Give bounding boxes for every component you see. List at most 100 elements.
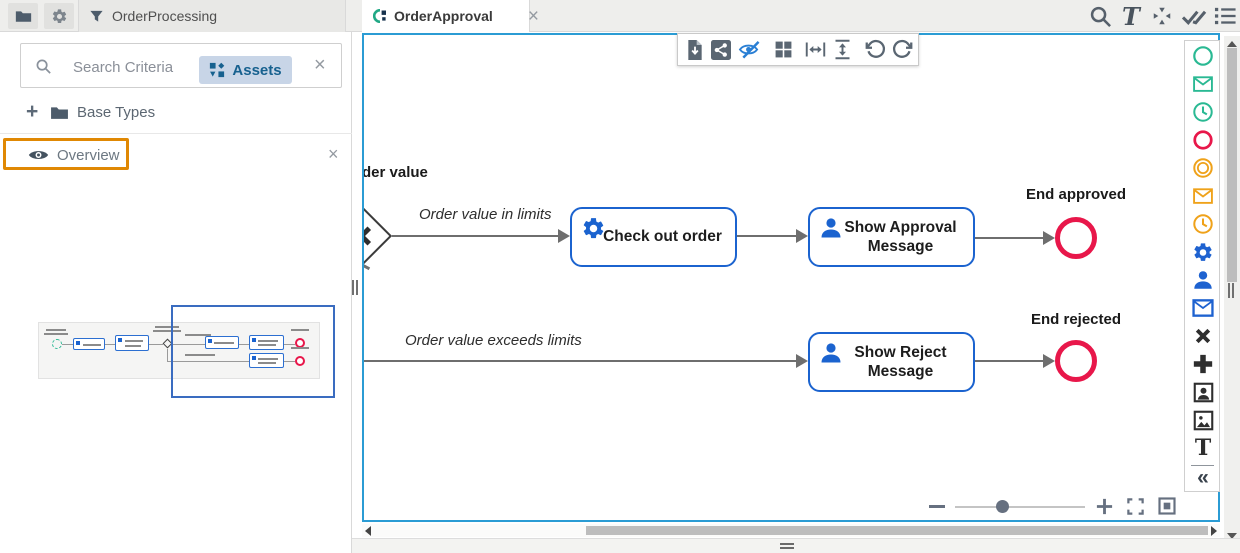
message-intermediate-event-tool[interactable] (1192, 185, 1214, 207)
zoom-slider-track[interactable] (955, 506, 1085, 508)
end-event-approved[interactable] (1055, 217, 1097, 259)
sequence-flow[interactable] (737, 235, 796, 237)
top-toolbar: OrderProcessing OrderApproval × T (0, 0, 1240, 32)
minimap-viewport[interactable] (171, 305, 335, 398)
timer-start-event-tool[interactable] (1192, 101, 1214, 123)
validate-button[interactable] (1181, 5, 1208, 28)
sequence-flow[interactable] (364, 360, 796, 362)
eye-icon (28, 148, 49, 162)
message-intermediate-icon (1193, 187, 1213, 204)
end-event-tool[interactable] (1192, 129, 1214, 151)
search-icon (35, 58, 52, 75)
folder-icon (50, 105, 69, 120)
service-task-tool[interactable] (1192, 241, 1214, 263)
sequence-flow[interactable] (975, 237, 1043, 239)
panel-splitter-grip[interactable] (351, 280, 359, 296)
collapse-palette-button[interactable]: « (1190, 467, 1216, 489)
list-view-button[interactable] (1214, 6, 1237, 26)
model-icon (89, 9, 104, 24)
text-tool-button[interactable]: T (1122, 2, 1140, 31)
overview-header: Overview × (0, 134, 352, 174)
diagram-canvas[interactable]: der value Order value in limits Order va… (362, 33, 1220, 522)
tab-orderapproval[interactable]: OrderApproval × (362, 0, 539, 32)
open-folder-button[interactable] (8, 3, 38, 29)
user-task-tool[interactable] (1192, 269, 1214, 291)
gateway-x-marker (364, 224, 373, 248)
image-tool[interactable] (1192, 409, 1214, 431)
minimap-text (153, 330, 181, 332)
export-document-button[interactable] (685, 39, 705, 61)
project-tab-orderprocessing[interactable]: OrderProcessing (78, 0, 346, 32)
undo-icon (865, 39, 886, 58)
minimap-end-event (295, 356, 305, 366)
text-annotation-tool[interactable]: T (1192, 435, 1214, 461)
search-tool-button[interactable] (1089, 5, 1112, 28)
minimap-text (44, 333, 68, 335)
redo-icon (892, 39, 913, 58)
text-icon: T (1194, 435, 1212, 461)
text-icon: T (1122, 2, 1140, 31)
vertical-scrollbar[interactable] (1224, 36, 1240, 545)
base-types-label: Base Types (77, 104, 156, 121)
assets-filter-chip[interactable]: Assets (199, 56, 292, 84)
timer-intermediate-event-tool[interactable] (1192, 213, 1214, 235)
fit-to-screen-button[interactable] (1157, 496, 1177, 516)
undo-button[interactable] (865, 39, 886, 60)
horizontal-scrollbar-thumb[interactable] (586, 526, 1208, 535)
task-show-reject-message[interactable]: Show Reject Message (808, 332, 975, 392)
share-button[interactable] (711, 39, 731, 60)
search-input[interactable] (71, 54, 215, 80)
overview-close-icon[interactable]: × (328, 144, 339, 164)
arrange-tool-button[interactable] (1151, 5, 1173, 27)
fit-width-button[interactable] (805, 39, 826, 60)
hide-details-button[interactable] (737, 39, 762, 60)
horizontal-scrollbar[interactable] (362, 524, 1220, 537)
intermediate-event-icon (1193, 158, 1213, 178)
intermediate-event-tool[interactable] (1192, 157, 1214, 179)
gateway-label-clipped: der value (362, 164, 428, 181)
tree-node-base-types[interactable]: + Base Types (0, 96, 352, 130)
redo-button[interactable] (892, 39, 913, 60)
vertical-scrollbar-thumb[interactable] (1227, 48, 1237, 282)
task-check-out-order[interactable]: Check out order (570, 207, 737, 267)
minimap-flow (149, 344, 163, 345)
grid-layout-button[interactable] (774, 40, 793, 59)
overview-highlight-box (3, 138, 129, 170)
divider (0, 133, 352, 134)
bottom-splitter-bar[interactable] (352, 538, 1240, 553)
send-task-tool[interactable] (1192, 297, 1214, 319)
zoom-out-button[interactable] (929, 505, 945, 508)
message-start-event-tool[interactable] (1192, 73, 1214, 95)
diagram-toolbar (677, 33, 919, 66)
divider (1191, 465, 1214, 466)
tab-close-icon[interactable]: × (527, 5, 539, 27)
scroll-up-icon[interactable] (1227, 41, 1237, 47)
fullscreen-button[interactable] (1126, 497, 1145, 516)
parallel-gateway-tool[interactable] (1192, 353, 1214, 375)
settings-button[interactable] (44, 3, 74, 29)
sequence-flow[interactable] (975, 360, 1043, 362)
scroll-down-icon[interactable] (1227, 533, 1237, 539)
fit-height-button[interactable] (832, 39, 853, 60)
expand-plus-icon[interactable]: + (26, 100, 39, 123)
zoom-slider-thumb[interactable] (996, 500, 1009, 513)
end-event-rejected[interactable] (1055, 340, 1097, 382)
timer-intermediate-icon (1193, 214, 1213, 234)
scroll-right-icon[interactable] (1211, 526, 1217, 536)
minimap-flow (173, 344, 205, 345)
start-event-icon (1193, 46, 1213, 66)
splitter-grip[interactable] (1228, 283, 1230, 298)
person-image-tool[interactable] (1192, 381, 1214, 403)
task-show-approval-message[interactable]: Show Approval Message (808, 207, 975, 267)
splitter-grip[interactable] (1232, 283, 1234, 298)
sequence-flow[interactable] (392, 235, 558, 237)
zoom-in-button[interactable] (1095, 497, 1114, 516)
scroll-left-icon[interactable] (365, 526, 371, 536)
minimap-text (185, 354, 215, 356)
overview-minimap[interactable] (38, 322, 320, 379)
start-event-tool[interactable] (1192, 45, 1214, 67)
exclusive-gateway-tool[interactable] (1192, 325, 1214, 347)
minimap-flow (239, 344, 249, 345)
clear-search-icon[interactable]: × (314, 54, 326, 76)
minimap-flow (62, 344, 73, 345)
